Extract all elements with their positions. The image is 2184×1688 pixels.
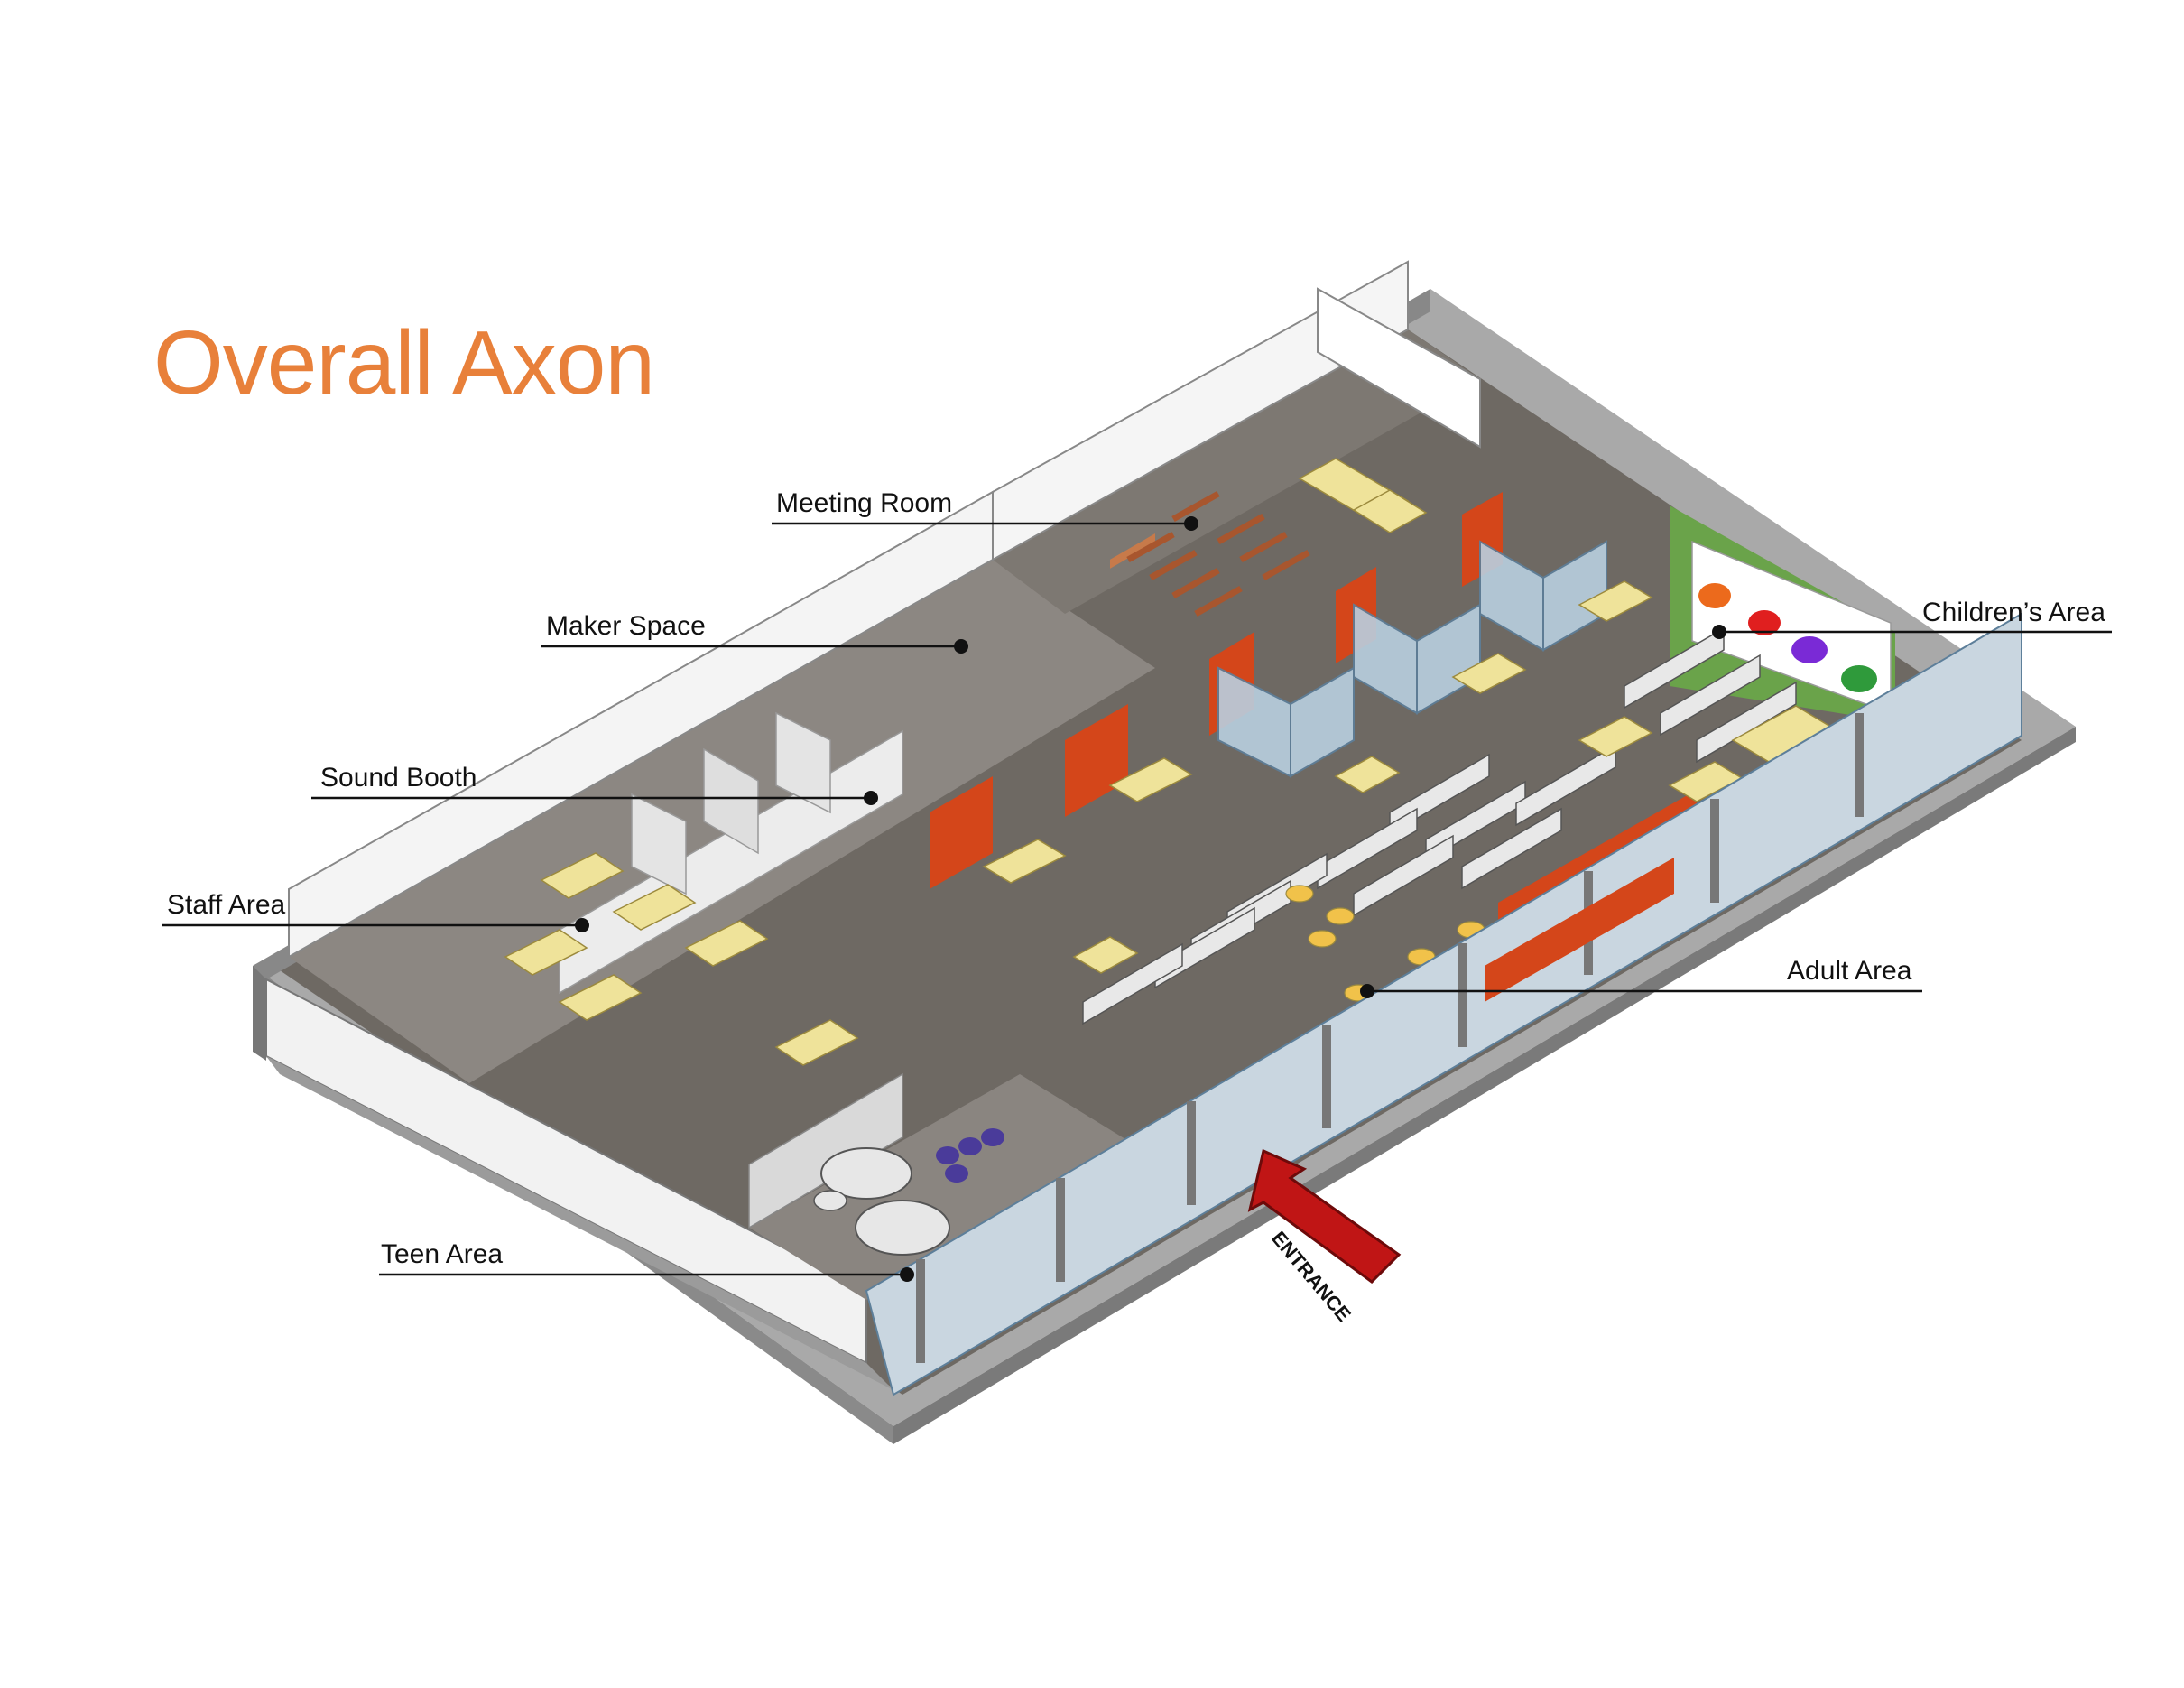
maker-space-label: Maker Space: [546, 611, 706, 641]
leader-lines: [162, 516, 2112, 1282]
meeting-room-label: Meeting Room: [776, 488, 952, 518]
maker-space-dot: [954, 639, 968, 654]
page-title: Overall Axon: [153, 312, 655, 413]
staff-area-dot: [575, 918, 589, 932]
teen-area-dot: [900, 1267, 914, 1282]
staff-area-label: Staff Area: [167, 890, 286, 920]
adult-area-dot: [1360, 984, 1374, 998]
adult-area-label: Adult Area: [1787, 956, 1912, 986]
front-glazing: [865, 612, 2022, 1396]
sound-booth-label: Sound Booth: [320, 763, 477, 793]
childrens-area-label: Children’s Area: [1922, 598, 2105, 627]
glass-pods: [1217, 540, 1607, 778]
teen-area-label: Teen Area: [381, 1239, 503, 1269]
childrens-wall: [1670, 505, 1895, 722]
teen-area: [748, 1072, 1137, 1300]
meeting-room-dot: [1184, 516, 1198, 531]
north-west-rooms: [288, 490, 1155, 1083]
reading-tables: [982, 580, 1834, 974]
book-stacks: [1082, 626, 1797, 1025]
area-labels: Meeting Room Maker Space Sound Booth Sta…: [167, 488, 2105, 1269]
childrens-area-dot: [1712, 625, 1726, 639]
sound-booth-dot: [864, 791, 878, 805]
meeting-room-block: [992, 260, 1481, 617]
south-west-corridor: [266, 1056, 893, 1390]
entrance-arrow: [1247, 1148, 1402, 1284]
